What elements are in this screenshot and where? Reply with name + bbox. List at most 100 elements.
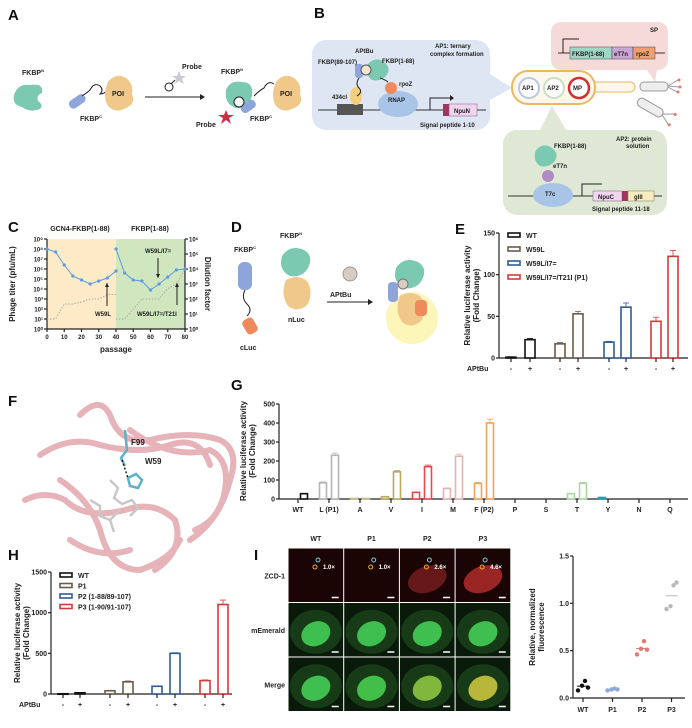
data-point [668,603,673,609]
panel-label-c: C [8,219,19,236]
y-tick-label: 500 [35,651,47,658]
panel-a-schematic: FKBPN POI FKBPC Probe FKBPN Probe POI FK… [13,64,302,129]
mp-label: MP [573,86,582,92]
panel-f-structure: F99 W59 [22,402,237,574]
ligand-circle-icon-2 [233,96,245,108]
panel-label-g: G [231,377,243,394]
panel-label-e: E [455,221,465,238]
roi-background-icon [315,557,321,563]
category-label: Y [606,507,611,514]
phage-icon [639,78,682,94]
fkbp-n-label-d: FKBPN [280,231,302,240]
fold-change-label: 1.0× [379,565,391,571]
y2-axis-title: Dilution factor [203,257,212,311]
phage-titer-point [79,278,84,282]
legend-label: WT [78,573,90,580]
panel-label-d: D [231,219,242,236]
y-tick-label: 400 [263,421,275,428]
y-tick-label: 0 [491,356,495,363]
bar [380,495,390,500]
bar [104,689,116,695]
roi-nucleus-icon [368,564,374,570]
category-label: P2 [638,707,647,714]
y-axis-title-2: (Fold Change) [248,424,257,478]
category-label: V [389,507,394,514]
category-label: WT [293,507,305,514]
micrograph-tile [399,548,455,602]
sp-gene-rpoz [632,46,656,60]
phage-titer-point [166,275,170,279]
poi-label-2: POI [280,91,292,98]
y-tick-label: 10⁴ [33,288,43,294]
bar [318,482,328,500]
phage-titer-point [123,271,127,275]
row-label: Merge [264,682,285,689]
y-tick-label: 10⁷ [34,258,44,264]
linker-icon [81,84,109,97]
column-header: WT [310,536,322,543]
y-axis-title-2: (Fold Change) [472,268,481,322]
category-label: P3 [667,707,676,714]
data-point [585,685,591,690]
bar [578,482,588,500]
fkbp-c-label: FKBPC [80,114,102,123]
x-tick-label: 0 [45,335,49,341]
phage-titer-point [131,278,135,282]
nluc-label: nLuc [288,317,305,324]
nucleus [301,621,331,647]
legend-swatch [507,232,521,238]
legend-label: P1 [78,584,87,591]
column-header: P1 [367,536,376,543]
treatment-sign: - [109,702,112,709]
bar [151,685,163,695]
data-point [664,606,669,612]
section-bg-gcn4 [47,239,116,329]
nucleus [357,675,387,701]
aptbu-ligand-icon-d2 [397,278,409,290]
promoter-arrow-icon [429,97,450,110]
y-tick-label: 10⁵ [34,278,44,284]
panel-label-i: I [254,547,258,564]
phage-titer-point [140,279,144,283]
column-header: P2 [423,536,432,543]
phage-icon [636,97,677,127]
y2-tick-label: 10² [189,297,198,304]
treatment-sign: + [576,366,580,373]
micrograph-tile [288,548,344,602]
poi-label: POI [112,91,124,98]
treatment-sign: - [655,366,658,373]
roi-nucleus-icon [423,564,429,570]
rnap-label: RNAP [388,98,405,104]
linker-icon-b2 [379,77,389,83]
treatment-sign: - [204,702,207,709]
nucleus [357,621,387,647]
bar [299,492,309,500]
aptbu-ligand-icon-d [342,266,358,282]
data-point [638,646,644,651]
ap2-pointer [540,106,566,130]
dilution-factor-line [47,294,116,320]
panel-c-phage-titer-chart: GCN4-FKBP(1-88)FKBP(1-88)10⁰10¹10²10³10⁴… [8,226,212,354]
data-point [641,639,647,644]
category-label: WT [578,707,590,714]
nluc-protein-icon [283,277,311,310]
linker-icon-2 [253,82,275,97]
y-tick-label: 0 [271,497,275,504]
y-tick-label: 1.5 [559,554,569,561]
434ci-protein-icon [350,87,362,105]
legend-swatch [59,572,73,578]
ap2-title-2: solution [626,144,650,150]
category-label: Q [667,507,673,514]
fkbp-c-protein-icon-d [238,262,252,290]
legend-swatch [59,593,73,599]
category-label: I [421,507,423,514]
y-tick-label: 0.5 [559,648,569,655]
category-label: S [544,507,549,514]
nucleus [468,621,498,647]
roi-nucleus-icon [312,564,318,570]
bar [554,343,566,359]
y-axis-title: Relative luciferase activity [13,582,22,683]
phage-titer-point [97,279,101,283]
arrowhead-icon-d [368,299,373,305]
pi-stacking-line [121,459,129,479]
